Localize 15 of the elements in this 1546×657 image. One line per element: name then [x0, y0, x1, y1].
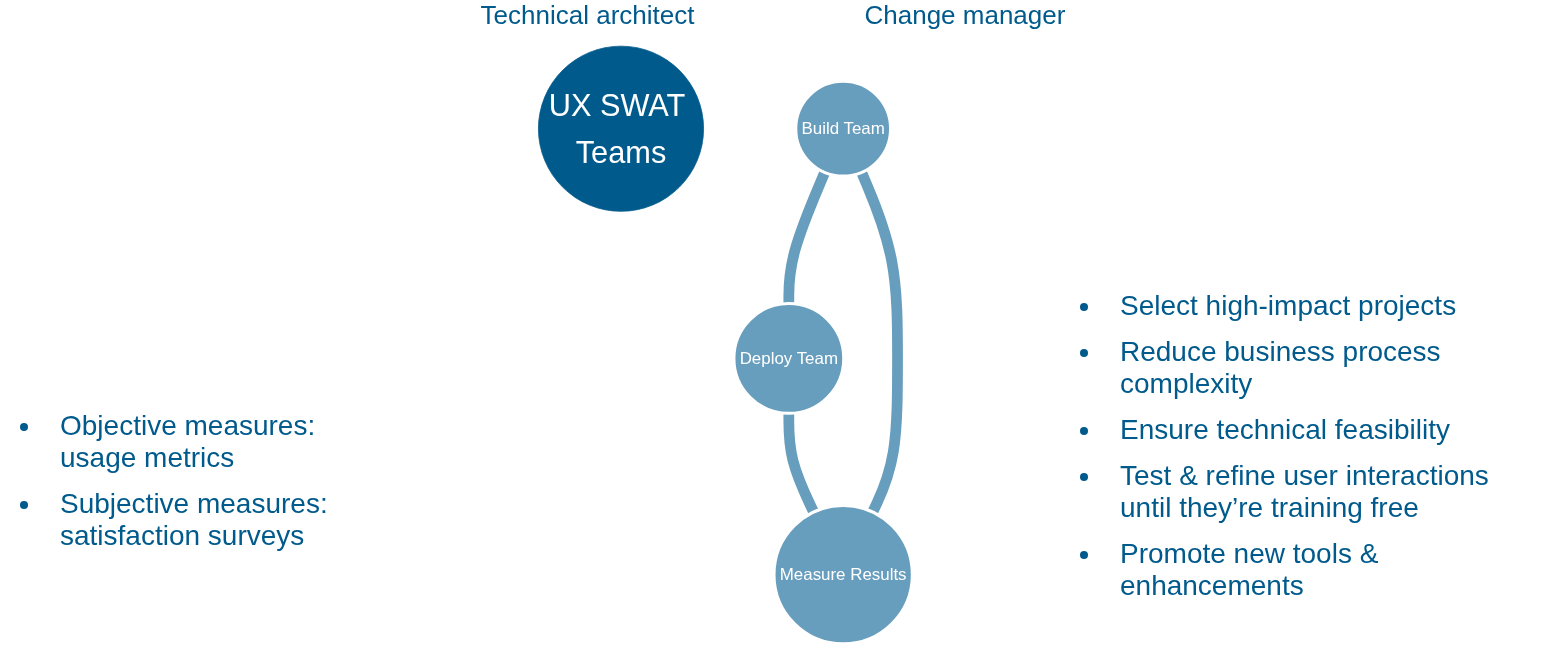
node-circle: Measure Results: [772, 504, 914, 646]
bullet-text: Subjective measures: satisfaction surveys: [60, 488, 329, 552]
node-circle: UX SWAT Teams: [537, 45, 704, 212]
role-label: Change manager: [864, 0, 1066, 31]
bullet-text: Reduce business process complexity: [1120, 336, 1442, 400]
connector: [856, 170, 903, 515]
connector: [783, 413, 819, 515]
role-label: Technical architect: [480, 0, 695, 31]
bullet-text: Promote new tools & enhancements: [1120, 538, 1380, 602]
bullet-text: Select high-impact projects: [1120, 290, 1457, 322]
node-circle: Deploy Team: [732, 301, 845, 415]
bullet-text: Test & refine user interactions until they’re training free: [1120, 460, 1490, 524]
connector: [783, 170, 830, 304]
bullet-text: Ensure technical feasibility: [1120, 414, 1450, 446]
bullet-text: Objective measures: usage metrics: [60, 410, 317, 474]
